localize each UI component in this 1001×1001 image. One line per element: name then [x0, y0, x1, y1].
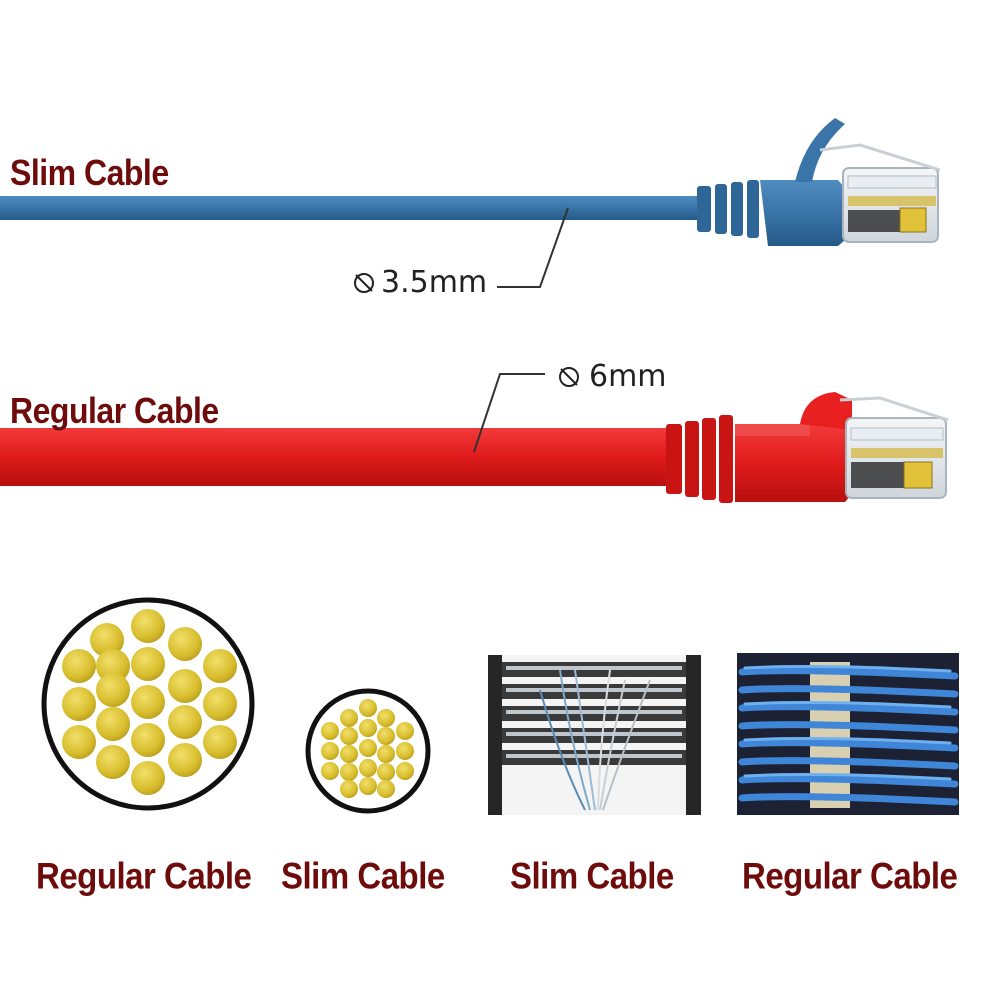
- slim-cable-title: Slim Cable: [10, 152, 169, 194]
- bottom-label-slim-rack: Slim Cable: [510, 854, 674, 897]
- regular-rj45-plug: [839, 396, 949, 499]
- regular-leader-line: [473, 373, 545, 453]
- diameter-icon: [559, 367, 579, 387]
- bottom-label-regular-rack: Regular Cable: [742, 854, 958, 897]
- slim-cable-rack-photo: [488, 655, 701, 815]
- bottom-label-regular-section: Regular Cable: [36, 854, 252, 897]
- slim-cross-section: [305, 688, 431, 814]
- bottom-label-slim-section: Slim Cable: [281, 854, 445, 897]
- diameter-icon: [354, 273, 374, 293]
- regular-cable-title: Regular Cable: [10, 390, 219, 432]
- regular-cable-rack-photo: [737, 653, 959, 815]
- regular-diameter-value: 6mm: [589, 359, 667, 394]
- slim-diameter-value: 3.5mm: [381, 265, 488, 300]
- slim-cable: [0, 118, 941, 246]
- slim-rj45-plug: [819, 143, 941, 243]
- slim-leader-line: [497, 207, 569, 288]
- regular-cable: [0, 392, 949, 503]
- regular-cross-section: [41, 597, 255, 811]
